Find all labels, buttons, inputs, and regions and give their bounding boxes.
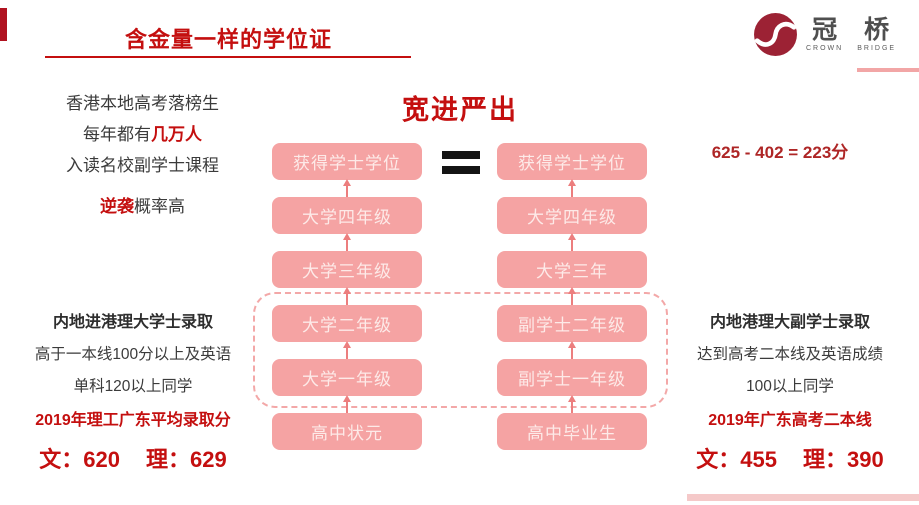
intro-line-1: 香港本地高考落榜生 <box>66 94 219 113</box>
flow-box: 高中状元 <box>272 413 422 450</box>
up-arrow-icon <box>568 287 576 305</box>
right-panel-highlight: 2019年广东高考二本线 <box>708 412 872 429</box>
left-panel-highlight: 2019年理工广东平均录取分 <box>35 412 231 429</box>
intro-line-4: 逆袭概率高 <box>25 191 260 222</box>
arrow-cell <box>272 341 422 359</box>
flow-box: 副学士一年级 <box>497 359 647 396</box>
flow-heading: 宽进严出 <box>402 95 518 125</box>
crownbridge-logo-icon <box>753 12 798 57</box>
left-score-arts: 文：620 <box>39 447 120 472</box>
flow-box: 大学三年级 <box>272 251 422 288</box>
left-panel-line-2: 单科120以上同学 <box>73 378 193 395</box>
left-panel-scores: 文：620 理：629 <box>2 442 264 474</box>
arrow-cell <box>497 341 647 359</box>
right-panel-line-2: 100以上同学 <box>746 378 834 395</box>
up-arrow-icon <box>343 287 351 305</box>
arrow-cell <box>272 287 422 305</box>
intro-line-2: 每年都有几万人 <box>25 119 260 150</box>
arrow-cell <box>497 233 647 251</box>
flow-box: 大学一年级 <box>272 359 422 396</box>
intro-line-2-pre: 每年都有 <box>83 125 151 144</box>
arrow-cell <box>272 395 422 413</box>
flow-box: 大学四年级 <box>272 197 422 234</box>
logo-word-bridge: 桥 BRIDGE <box>857 17 896 52</box>
right-score-arts: 文：455 <box>696 447 777 472</box>
page-title-wrap: 含金量一样的学位证 <box>45 22 412 54</box>
up-arrow-icon <box>568 233 576 251</box>
right-panel-scores: 文：455 理：390 <box>662 442 918 474</box>
arrow-cell <box>497 179 647 197</box>
logo-char-qiao: 桥 <box>864 16 890 44</box>
arrow-cell <box>272 179 422 197</box>
flow-column-associate: 获得学士学位 大学四年级 大学三年 副学士二年级 副学士一年级 高中毕业生 <box>497 143 647 450</box>
intro-line-3: 入读名校副学士课程 <box>66 156 219 175</box>
right-panel-line-1: 达到高考二本线及英语成绩 <box>696 346 883 363</box>
left-panel-title: 内地进港理大学士录取 <box>52 314 213 331</box>
up-arrow-icon <box>343 341 351 359</box>
logo-word-crown: 冠 CROWN <box>806 17 843 52</box>
flow-box: 获得学士学位 <box>497 143 647 180</box>
equals-icon <box>442 151 480 174</box>
right-score-science: 理：390 <box>803 447 884 472</box>
up-arrow-icon <box>568 395 576 413</box>
page-title: 含金量一样的学位证 <box>124 27 332 52</box>
logo-wordmark: 冠 CROWN 桥 BRIDGE <box>806 17 896 52</box>
up-arrow-icon <box>568 341 576 359</box>
left-panel-line-1: 高于一本线100分以上及英语 <box>34 346 232 363</box>
title-underline <box>45 56 411 58</box>
right-panel-title: 内地港理大副学士录取 <box>709 314 870 331</box>
top-right-decor-line <box>857 68 919 72</box>
arrow-cell <box>497 395 647 413</box>
left-admission-panel: 内地进港理大学士录取 高于一本线100分以上及英语 单科120以上同学 2019… <box>2 308 264 474</box>
flow-box: 大学四年级 <box>497 197 647 234</box>
intro-block: 香港本地高考落榜生 每年都有几万人 入读名校副学士课程 逆袭概率高 <box>25 88 260 222</box>
flow-box: 高中毕业生 <box>497 413 647 450</box>
crownbridge-logo: 冠 CROWN 桥 BRIDGE <box>753 12 896 57</box>
arrow-cell <box>497 287 647 305</box>
left-score-science: 理：629 <box>146 447 227 472</box>
flow-box: 获得学士学位 <box>272 143 422 180</box>
right-admission-panel: 内地港理大副学士录取 达到高考二本线及英语成绩 100以上同学 2019年广东高… <box>662 308 918 474</box>
logo-sub-crown: CROWN <box>806 45 844 52</box>
arrow-cell <box>272 233 422 251</box>
bottom-right-decor-line <box>687 494 919 501</box>
flow-box: 大学二年级 <box>272 305 422 342</box>
intro-line-2-em: 几万人 <box>151 125 202 144</box>
flow-box: 副学士二年级 <box>497 305 647 342</box>
up-arrow-icon <box>568 179 576 197</box>
up-arrow-icon <box>343 179 351 197</box>
logo-sub-bridge: BRIDGE <box>857 45 897 52</box>
associate-degree-dashed-zone <box>253 292 668 408</box>
logo-char-guan: 冠 <box>812 16 838 44</box>
flow-column-university: 获得学士学位 大学四年级 大学三年级 大学二年级 大学一年级 高中状元 <box>272 143 422 450</box>
left-accent-bar <box>0 8 7 41</box>
up-arrow-icon <box>343 395 351 413</box>
intro-line-4-post: 概率高 <box>134 197 185 216</box>
flow-box: 大学三年 <box>497 251 647 288</box>
intro-line-4-em: 逆袭 <box>100 197 134 216</box>
up-arrow-icon <box>343 233 351 251</box>
score-gap-formula: 625 - 402 = 223分 <box>711 143 849 162</box>
